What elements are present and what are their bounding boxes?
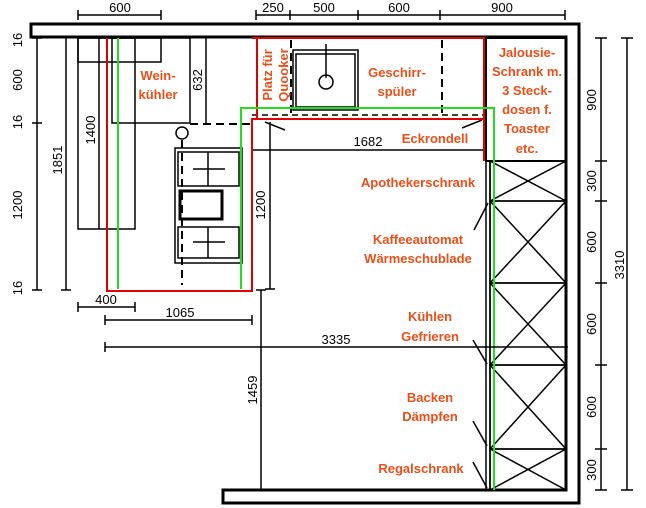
label-jalousie-1: Jalousie- <box>499 45 555 60</box>
label-kaffee-1: Kaffeeautomat <box>373 232 464 247</box>
dim-400: 400 <box>95 292 117 307</box>
dim-3310: 3310 <box>612 251 627 280</box>
dim-1682: 1682 <box>354 134 383 149</box>
dim-top-500: 500 <box>313 0 335 15</box>
cabinet-cross-line <box>489 448 567 491</box>
labels: Wein- kühler Platz für Quooker Geschirr-… <box>138 45 562 489</box>
label-jalousie-2: Schrank m. <box>492 64 562 79</box>
cabinet-cross-line <box>489 200 567 284</box>
dim-1065: 1065 <box>166 305 195 320</box>
weinkuehler-box <box>111 37 191 124</box>
dim-3335: 3335 <box>322 332 351 347</box>
cabinet-cross-line <box>489 282 567 366</box>
dim-left-16c: 16 <box>10 281 25 295</box>
dim-left-1200: 1200 <box>10 191 25 220</box>
label-apotheker: Apothekerschrank <box>361 175 476 190</box>
walls <box>29 22 581 505</box>
dim-1459: 1459 <box>245 376 260 405</box>
dim-right-600a: 600 <box>584 231 599 253</box>
drain-icon <box>318 74 334 90</box>
label-geschirr-1: Geschirr- <box>368 65 426 80</box>
dim-left-600: 600 <box>10 69 25 91</box>
left-dimensions: 16 600 16 1200 16 1851 <box>10 33 71 295</box>
label-jalousie-6: etc. <box>516 141 538 156</box>
label-jalousie-5: Toaster <box>504 121 550 136</box>
outer-wall <box>29 22 581 505</box>
dim-1400: 1400 <box>83 116 98 145</box>
label-regal: Regalschrank <box>378 461 464 476</box>
cabinet-cross-line <box>489 160 567 202</box>
left-unit: 1400 632 1200 <box>77 37 275 290</box>
dim-right-900: 900 <box>584 89 599 111</box>
label-kuehlen-2: Gefrieren <box>401 329 459 344</box>
dim-right-600c: 600 <box>584 396 599 418</box>
hood-icon <box>175 126 189 140</box>
bottom-dimensions: 400 1065 3335 1459 <box>77 289 568 490</box>
dim-right-300a: 300 <box>584 170 599 192</box>
label-kuehlen-1: Kühlen <box>408 309 452 324</box>
label-backen-2: Dämpfen <box>402 409 458 424</box>
tall-cabinets <box>485 37 567 491</box>
right-dimensions: 900 300 600 600 600 300 3310 <box>584 37 633 491</box>
dim-top-600: 600 <box>109 0 131 15</box>
label-weinkuehler-2: kühler <box>138 87 177 102</box>
label-jalousie-4: dosen f. <box>502 102 552 117</box>
label-jalousie-3: 3 Steck- <box>502 83 552 98</box>
dim-top-250: 250 <box>262 0 284 15</box>
green-outline <box>117 38 495 490</box>
label-eckrondell: Eckrondell <box>402 131 468 146</box>
cooktop <box>174 147 243 264</box>
label-backen-1: Backen <box>407 390 453 405</box>
red-outline <box>106 37 485 292</box>
dim-right-600b: 600 <box>584 313 599 335</box>
dim-right-300b: 300 <box>584 459 599 481</box>
label-quooker-1: Platz für <box>260 49 275 100</box>
top-dimensions: 600 250 500 600 900 <box>77 0 566 20</box>
dim-top-900: 900 <box>491 0 513 15</box>
dim-1851: 1851 <box>50 146 65 175</box>
dim-left-16a: 16 <box>10 33 25 47</box>
dim-top-600b: 600 <box>388 0 410 15</box>
tall-cabinet-cell <box>489 448 567 491</box>
dim-632: 632 <box>190 69 205 91</box>
dim-1200-inner: 1200 <box>253 191 268 220</box>
cabinet-cross-line <box>489 364 567 450</box>
label-kaffee-2: Wärmeschublade <box>364 251 472 266</box>
label-geschirr-2: spüler <box>377 84 416 99</box>
sink-counter: 1682 <box>252 40 484 151</box>
label-weinkuehler-1: Wein- <box>140 68 175 83</box>
label-quooker-2: Quooker <box>276 48 291 101</box>
dim-left-16b: 16 <box>10 115 25 129</box>
